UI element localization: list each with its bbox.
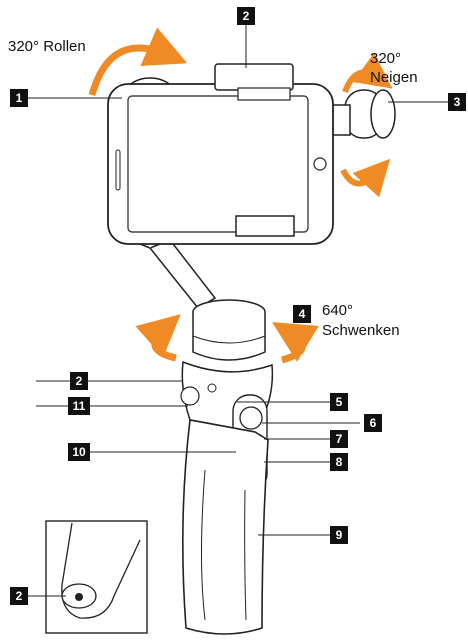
callout-6: 6 (364, 414, 382, 432)
callout-10: 10 (68, 443, 90, 461)
tilt-annotation-word: Neigen (370, 69, 418, 86)
callout-8: 8 (330, 453, 348, 471)
callout-1: 1 (10, 89, 28, 107)
gimbal-arm (148, 239, 217, 309)
roll-annotation: 320° Rollen (8, 38, 86, 55)
pan-annotation-word: Schwenken (322, 322, 400, 339)
callout-4: 4 (293, 305, 311, 323)
phone-clamp-top (214, 63, 294, 91)
callout-9: 9 (330, 526, 348, 544)
roll-arrow (88, 27, 188, 96)
callout-2-top: 2 (237, 7, 255, 25)
callout-5: 5 (330, 393, 348, 411)
callout-3: 3 (448, 93, 466, 111)
handle-grip (182, 419, 269, 635)
callout-11: 11 (68, 397, 90, 415)
callout-2-side: 2 (70, 372, 88, 390)
callout-2-inset: 2 (10, 587, 28, 605)
callout-7: 7 (330, 430, 348, 448)
pan-motor (192, 312, 266, 361)
joystick (239, 406, 263, 430)
pan-arrow-right (272, 322, 319, 364)
tilt-arrow-top (342, 52, 393, 94)
tilt-arrow-bottom (340, 158, 391, 198)
phone-clamp-bottom (235, 215, 295, 237)
tilt-annotation-value: 320° (370, 50, 402, 67)
pan-annotation-value: 640° (322, 302, 354, 319)
pan-arrow-left (135, 314, 181, 362)
